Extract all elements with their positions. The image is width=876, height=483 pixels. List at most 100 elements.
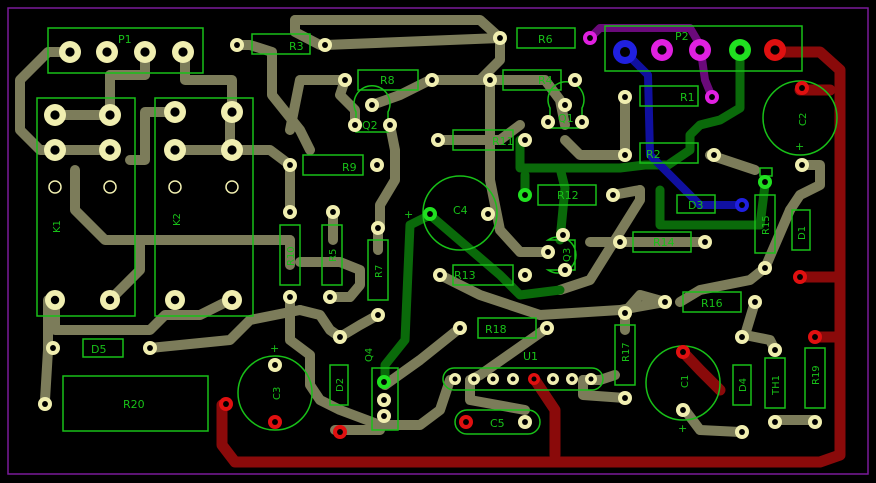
pad-R5-2-hole — [327, 294, 333, 300]
label-K2: K2 — [172, 213, 183, 226]
pad-R9-2-hole — [374, 162, 380, 168]
label-R15: R15 — [761, 215, 772, 235]
pad-Q2-2-hole — [352, 122, 358, 128]
label-U1: U1 — [523, 350, 538, 363]
outline-P2 — [604, 25, 803, 72]
pad-U1-3-hole — [490, 376, 496, 382]
pad-R10-2-hole — [287, 294, 293, 300]
outline-R11 — [452, 129, 514, 151]
pad-R17-1-hole — [622, 310, 628, 316]
outline-K2 — [154, 97, 254, 317]
pad-D5-2-hole — [147, 345, 153, 351]
label-C3: C3 — [272, 387, 283, 400]
pad-Q4-2-hole — [381, 397, 387, 403]
label-R8: R8 — [380, 74, 395, 87]
pad-K2-2-hole — [227, 107, 237, 117]
pad-C1-2-hole — [680, 407, 686, 413]
pad-R12-1-hole — [522, 192, 528, 198]
pad-Q1-2-hole — [545, 119, 551, 125]
outline-R18 — [477, 317, 537, 339]
outline-R8 — [357, 69, 419, 91]
outline-D5 — [82, 338, 124, 358]
pad-K2-4-hole — [227, 145, 237, 155]
outline-R19 — [804, 347, 826, 409]
pad-P2-3-hole — [695, 45, 705, 55]
outline-R9 — [302, 154, 364, 176]
outline-Q2 — [353, 85, 391, 133]
pad-C4-2-hole — [485, 211, 491, 217]
pad-U1-2-hole — [471, 376, 477, 382]
label-D3: D3 — [688, 199, 703, 212]
pad-R5-1-hole — [330, 209, 336, 215]
label-TH1: TH1 — [771, 375, 782, 396]
pad-R18-1-hole — [457, 325, 463, 331]
pad-TH1-2-hole — [772, 419, 778, 425]
hole-K2-a — [168, 180, 182, 194]
pad-K2-3-hole — [170, 145, 180, 155]
pad-P2-2-hole — [657, 45, 667, 55]
pad-D3-1-hole — [739, 202, 745, 208]
pad-R4-1-hole — [487, 77, 493, 83]
pad-C5-1-hole — [463, 419, 469, 425]
pad-P1-1-hole — [65, 47, 75, 57]
pad-D4-2-hole — [739, 429, 745, 435]
pad-D2-1-hole — [337, 334, 343, 340]
outline-R17 — [614, 324, 636, 386]
pad-K1-4-hole — [105, 145, 115, 155]
pads — [38, 31, 822, 439]
outline-R13 — [452, 264, 514, 286]
outline-C2 — [762, 80, 838, 156]
label-R5: R5 — [328, 249, 339, 262]
polarity-marks: + + + + — [270, 140, 804, 435]
pad-R2-2-hole — [711, 152, 717, 158]
outline-R2 — [639, 142, 699, 164]
pad-C5-2-hole — [522, 419, 528, 425]
outline-D3 — [676, 194, 716, 214]
outline-R1 — [639, 85, 699, 107]
pad-R3-2-hole — [322, 42, 328, 48]
outline-C5 — [454, 409, 541, 435]
pad-R13-1-hole — [437, 272, 443, 278]
label-R16: R16 — [701, 297, 723, 310]
pad-Q2-3-hole — [387, 122, 393, 128]
pad-C4-1-hole — [427, 211, 433, 217]
pad-C3-1-hole — [272, 362, 278, 368]
pad-P1-2-hole — [102, 47, 112, 57]
outline-C3 — [237, 355, 313, 431]
label-R6: R6 — [538, 33, 553, 46]
pad-R1-2-hole — [709, 94, 715, 100]
pad-R14-1-hole — [617, 239, 623, 245]
outline-R3 — [251, 33, 311, 55]
pad-K1-6-hole — [105, 295, 115, 305]
hole-K2-b — [225, 180, 239, 194]
pad-P2-4-hole — [735, 45, 745, 55]
pad-R12-2-hole — [610, 192, 616, 198]
outline-R12 — [537, 184, 597, 206]
pad-Q3-1-hole — [560, 232, 566, 238]
label-Q4: Q4 — [364, 348, 375, 362]
label-R12: R12 — [557, 189, 579, 202]
pad-R2-1-hole — [622, 152, 628, 158]
pad-C2-1-hole — [799, 85, 805, 91]
pad-R14-2-hole — [702, 239, 708, 245]
outline-R7 — [367, 239, 389, 301]
pad-R11-2-hole — [522, 137, 528, 143]
label-R14: R14 — [653, 236, 675, 249]
pad-Q1-1-hole — [562, 102, 568, 108]
label-Q2: Q2 — [362, 119, 378, 132]
label-Q3: Q3 — [562, 248, 573, 262]
hole-K1-a — [48, 180, 62, 194]
outline-D4 — [732, 364, 752, 406]
pad-D1-1-hole — [797, 274, 803, 280]
label-P1: P1 — [118, 33, 132, 46]
pad-U1-7-hole — [569, 376, 575, 382]
outline-C4 — [422, 175, 498, 251]
label-D2: D2 — [335, 378, 346, 392]
purple-trace — [586, 24, 716, 101]
pad-R7-1-hole — [375, 225, 381, 231]
outline-D2 — [329, 364, 349, 406]
outline-U1 — [442, 367, 604, 391]
pad-C3-2-hole — [272, 419, 278, 425]
pad-K1-2-hole — [105, 110, 115, 120]
